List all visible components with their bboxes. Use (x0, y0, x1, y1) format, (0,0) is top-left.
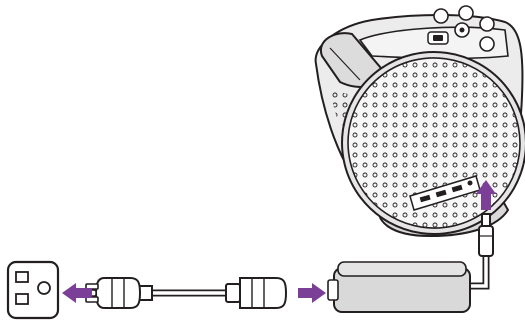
port-icon (419, 194, 431, 203)
power-adapter (327, 261, 471, 313)
wall-outlet (6, 260, 60, 320)
io-port-panel (409, 175, 481, 211)
projector (314, 5, 525, 240)
outlet-slot-icon (15, 293, 29, 305)
button-icon (433, 8, 449, 24)
arrow-connector-to-adapter (298, 283, 326, 303)
button-icon (479, 36, 495, 52)
cables (150, 256, 490, 297)
arrow-to-outlet (62, 283, 92, 303)
port-icon (467, 180, 473, 186)
ac-power-plug (85, 277, 153, 309)
dc-plug (478, 213, 494, 257)
port-icon (435, 189, 447, 198)
button-icon (479, 16, 495, 32)
arrows (62, 180, 496, 303)
button-icon (458, 5, 474, 21)
outlet-ground-icon (37, 281, 51, 295)
port-icon (451, 184, 463, 193)
control-buttons (427, 5, 495, 52)
arrow-to-projector (476, 180, 496, 210)
outlet-slot-icon (15, 271, 29, 283)
adapter-input-socket (327, 279, 339, 301)
cable-connector (225, 277, 288, 309)
